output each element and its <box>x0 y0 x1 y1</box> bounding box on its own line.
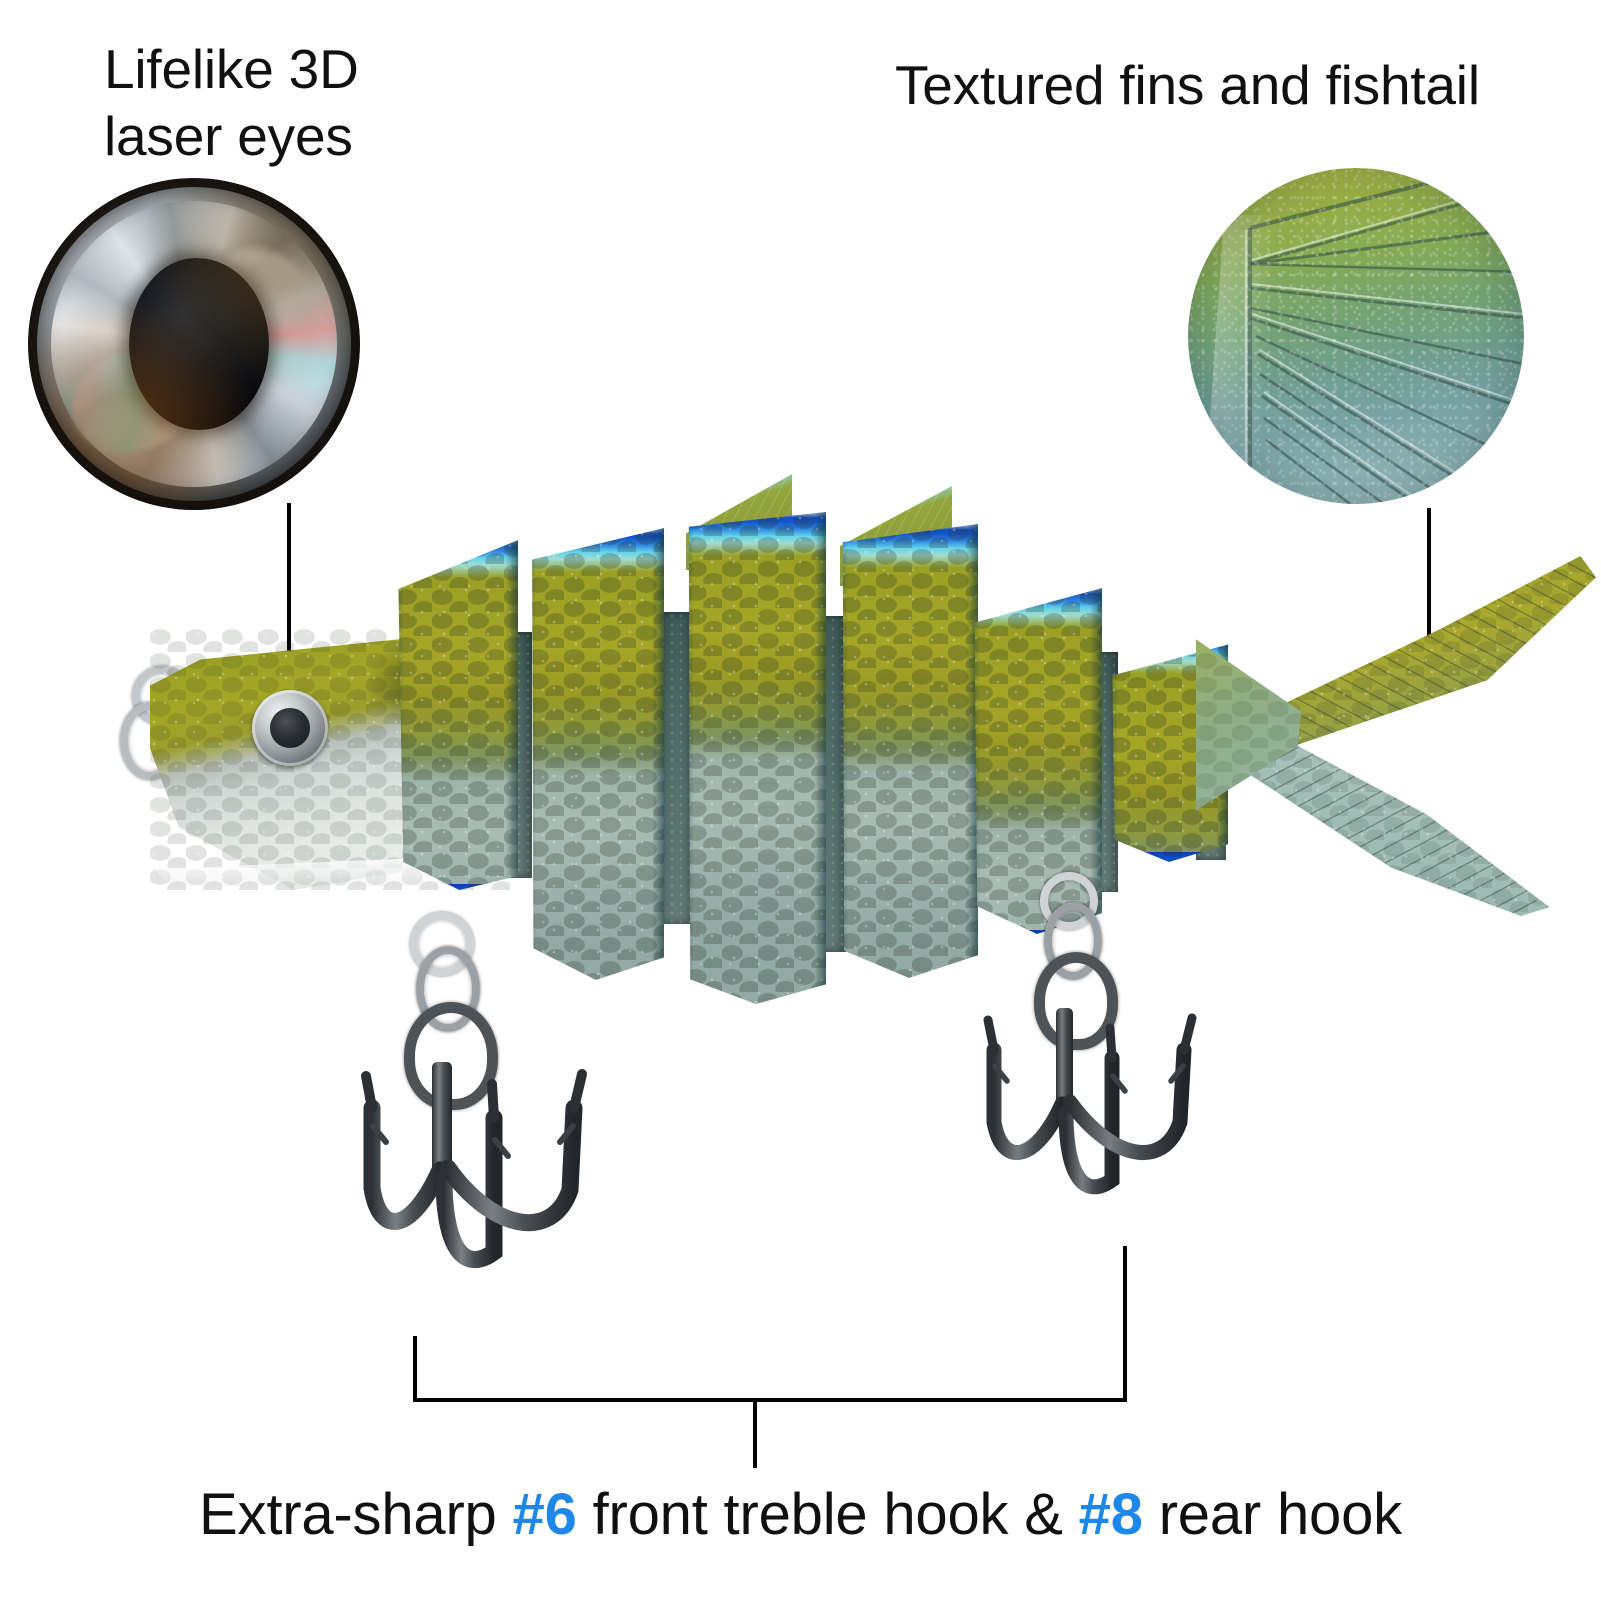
hook-size-front: #6 <box>512 1482 577 1547</box>
hook-text-suffix: rear hook <box>1142 1482 1402 1547</box>
segment-joint <box>660 612 694 924</box>
hook-text-middle: front treble hook & <box>576 1482 1079 1547</box>
lure-3d-eye <box>252 690 328 766</box>
fin-closeup-icon <box>1188 168 1524 504</box>
leader-line-hook-stem <box>753 1398 757 1468</box>
fin-ray-lines <box>1244 168 1524 504</box>
fin-sparkle <box>1188 168 1524 504</box>
leader-line-fin <box>1427 508 1431 648</box>
eye-closeup-icon <box>28 178 360 510</box>
treble-hook-front <box>352 912 632 1322</box>
lure-segment <box>398 540 518 890</box>
callout-label-eye: Lifelike 3D laser eyes <box>104 38 359 168</box>
hook-text-prefix: Extra-sharp <box>199 1482 513 1547</box>
leader-line-hook-right <box>1123 1246 1127 1402</box>
callout-label-fin: Textured fins and fishtail <box>895 54 1480 116</box>
leader-line-hook-left <box>413 1336 417 1402</box>
leader-line-eye <box>287 503 291 735</box>
treble-hook-points <box>983 1008 1197 1195</box>
treble-hook-rear <box>966 872 1216 1252</box>
lure-segment <box>842 524 978 978</box>
leader-line-hook-bar <box>413 1398 1127 1402</box>
hook-size-rear: #8 <box>1078 1482 1143 1547</box>
treble-hook-points <box>361 1062 587 1269</box>
lure-segment <box>688 512 826 1004</box>
eye-rim-warm <box>28 178 360 510</box>
fin-base <box>1188 168 1524 504</box>
lure-segment <box>532 528 664 980</box>
lure-fishtail <box>1196 556 1596 948</box>
callout-label-hooks: Extra-sharp #6 front treble hook & #8 re… <box>0 1480 1601 1551</box>
